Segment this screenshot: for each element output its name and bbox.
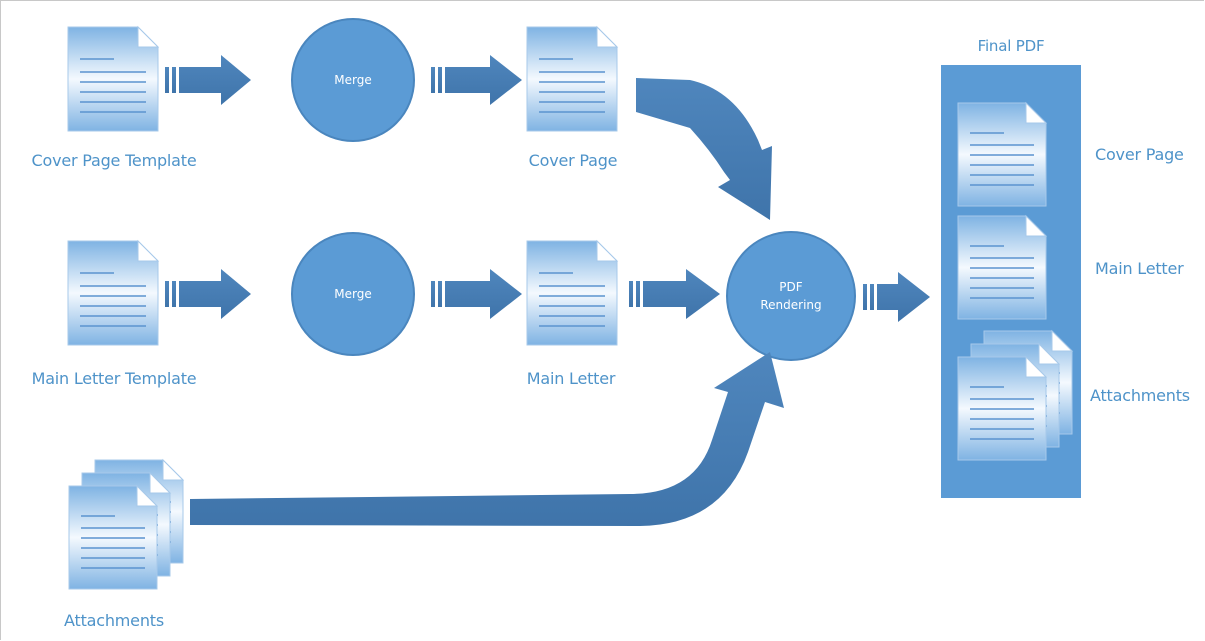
pdf-rendering-node (726, 231, 856, 361)
arrow-cover-page-to-rendering (636, 78, 772, 220)
pdf-rendering-line2: Rendering (760, 298, 822, 312)
merge-top-label: Merge (334, 73, 372, 87)
pdf-rendering-label: PDF Rendering (760, 278, 821, 314)
final-attachments-label: Attachments (1090, 386, 1190, 405)
pdf-rendering-line1: PDF (779, 280, 803, 294)
cover-page-template-label: Cover Page Template (31, 151, 197, 170)
attachments-stack-icon (69, 460, 183, 589)
final-letter-doc-icon (957, 215, 1047, 320)
main-letter-template-label: Main Letter Template (31, 369, 197, 388)
main-template-doc-icon (67, 240, 159, 346)
merge-middle-label: Merge (334, 287, 372, 301)
final-cover-doc-icon (957, 102, 1047, 207)
final-cover-page-label: Cover Page (1095, 145, 1184, 164)
arrow-template-to-merge-top (165, 55, 251, 105)
cover-page-doc-icon (526, 26, 618, 132)
final-main-letter-label: Main Letter (1095, 259, 1184, 278)
cover-template-doc-icon (67, 26, 159, 132)
main-letter-label: Main Letter (526, 369, 616, 388)
attachments-input-label: Attachments (64, 611, 164, 630)
arrow-merge-to-cover-page (431, 55, 522, 105)
arrow-merge-to-main-letter (431, 269, 522, 319)
cover-page-label: Cover Page (528, 151, 618, 170)
final-attachments-stack-icon (958, 331, 1072, 460)
arrow-attachments-to-rendering (190, 352, 784, 526)
main-letter-doc-icon (526, 240, 618, 346)
merge-node-top (291, 18, 415, 142)
arrow-rendering-to-final-pdf (863, 272, 930, 322)
merge-node-middle (291, 232, 415, 356)
final-pdf-title: Final PDF (977, 37, 1045, 55)
arrow-main-letter-to-rendering (629, 269, 720, 319)
arrow-template-to-merge-middle (165, 269, 251, 319)
